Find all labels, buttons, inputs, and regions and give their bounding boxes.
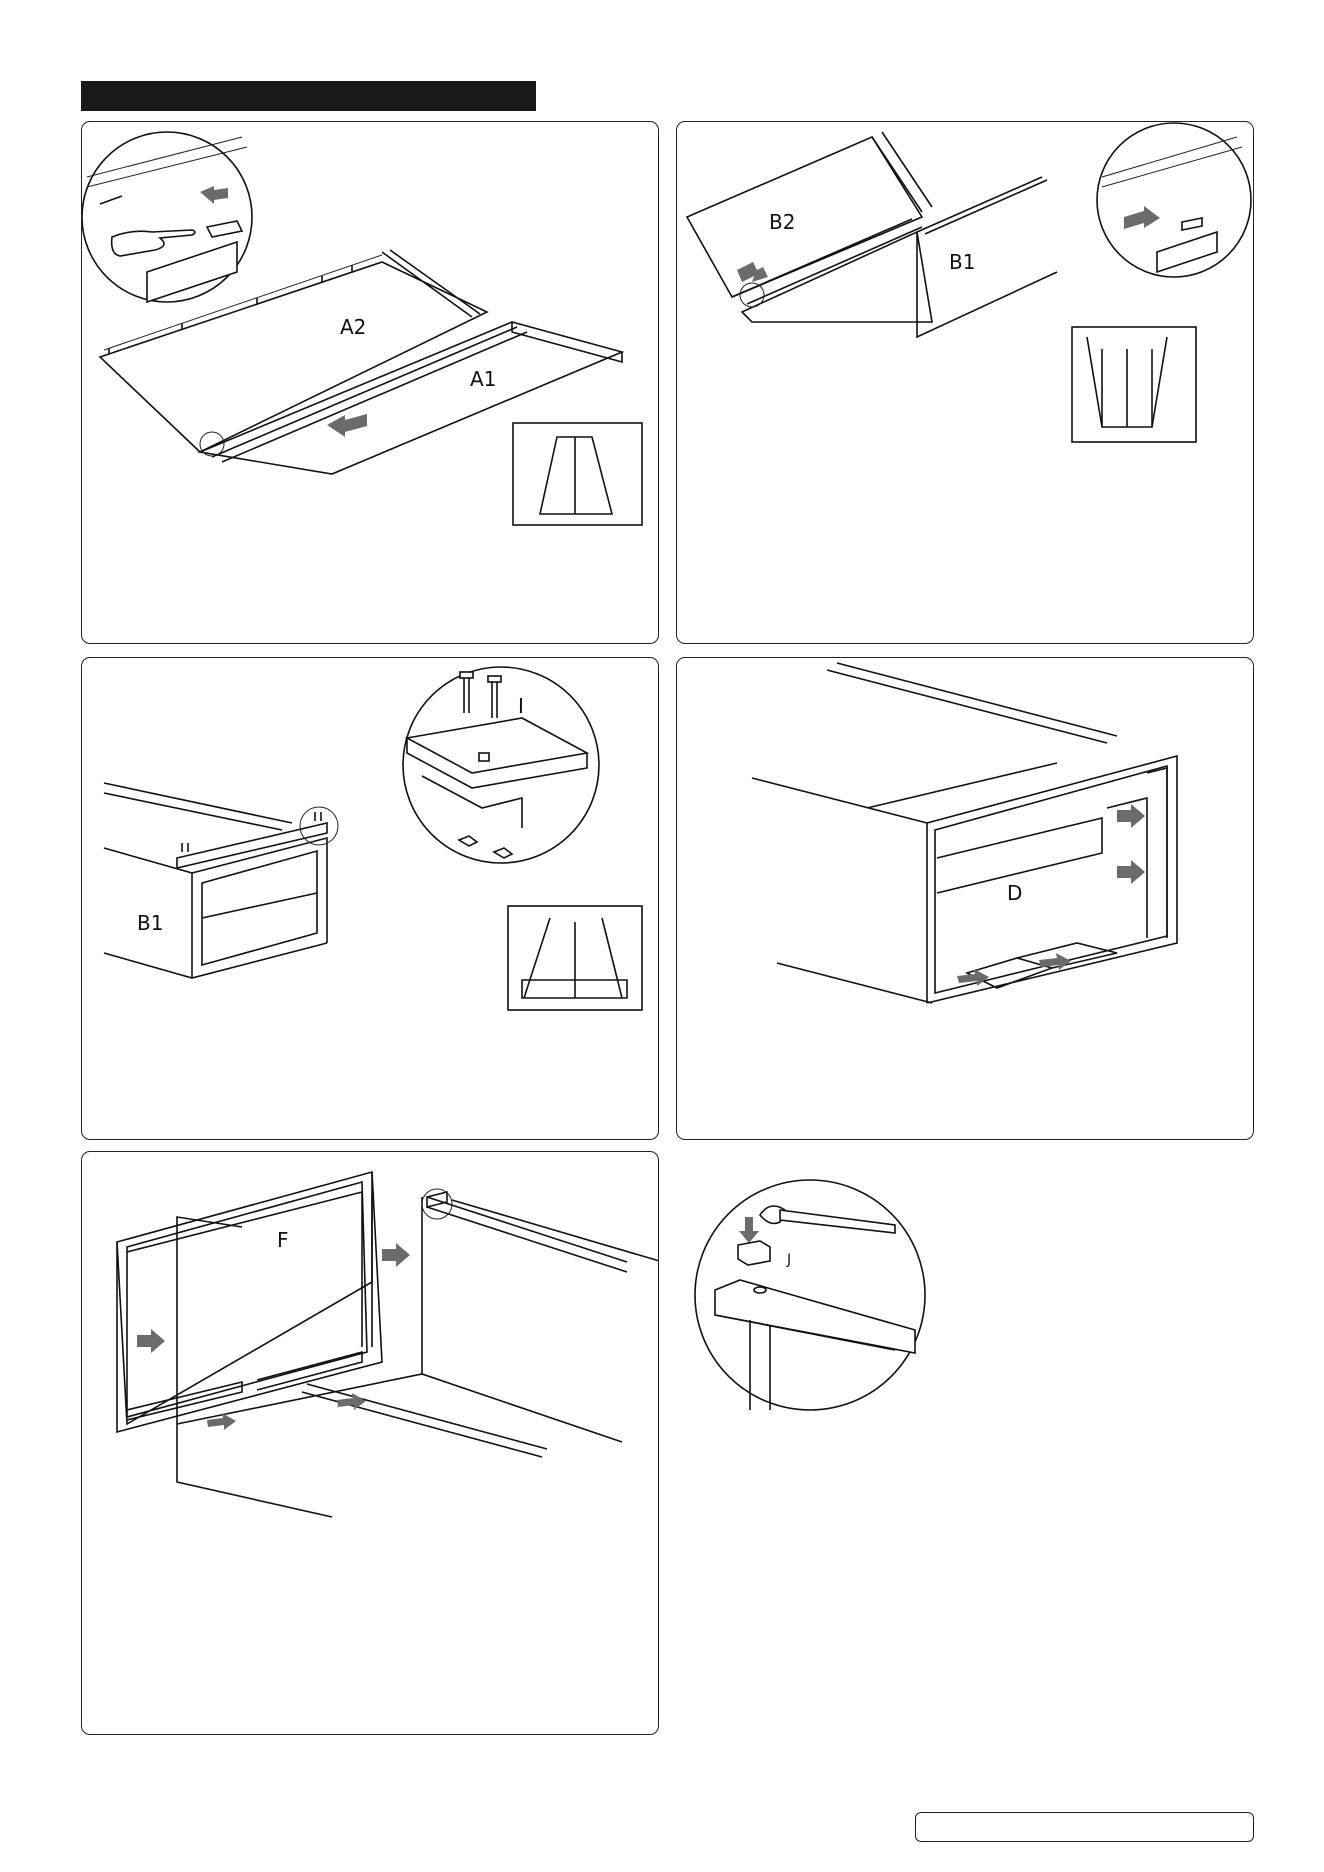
label-j: J (787, 1253, 791, 1267)
step-panel-2: B2 B1 (676, 121, 1254, 644)
label-a2: A2 (340, 317, 366, 337)
step4-illustration (677, 658, 1253, 1139)
label-i: I (518, 696, 524, 716)
label-d: D (1007, 883, 1022, 903)
footer-page-box (915, 1812, 1254, 1842)
step-panel-4: D (676, 657, 1254, 1140)
step2-illustration (677, 122, 1253, 643)
label-b2: B2 (769, 212, 795, 232)
step5-detail-j (690, 1175, 930, 1415)
step-panel-3: B1 I (81, 657, 659, 1140)
label-a1: A1 (470, 369, 496, 389)
label-b1: B1 (949, 252, 975, 272)
step3-illustration (82, 658, 658, 1139)
step1-illustration (82, 122, 658, 643)
step5-illustration (82, 1152, 658, 1734)
section-header-bar (81, 81, 536, 111)
label-b1-step3: B1 (137, 913, 163, 933)
label-f: F (277, 1230, 289, 1250)
step-panel-1: A2 A1 (81, 121, 659, 644)
step-panel-5: F (81, 1151, 659, 1735)
